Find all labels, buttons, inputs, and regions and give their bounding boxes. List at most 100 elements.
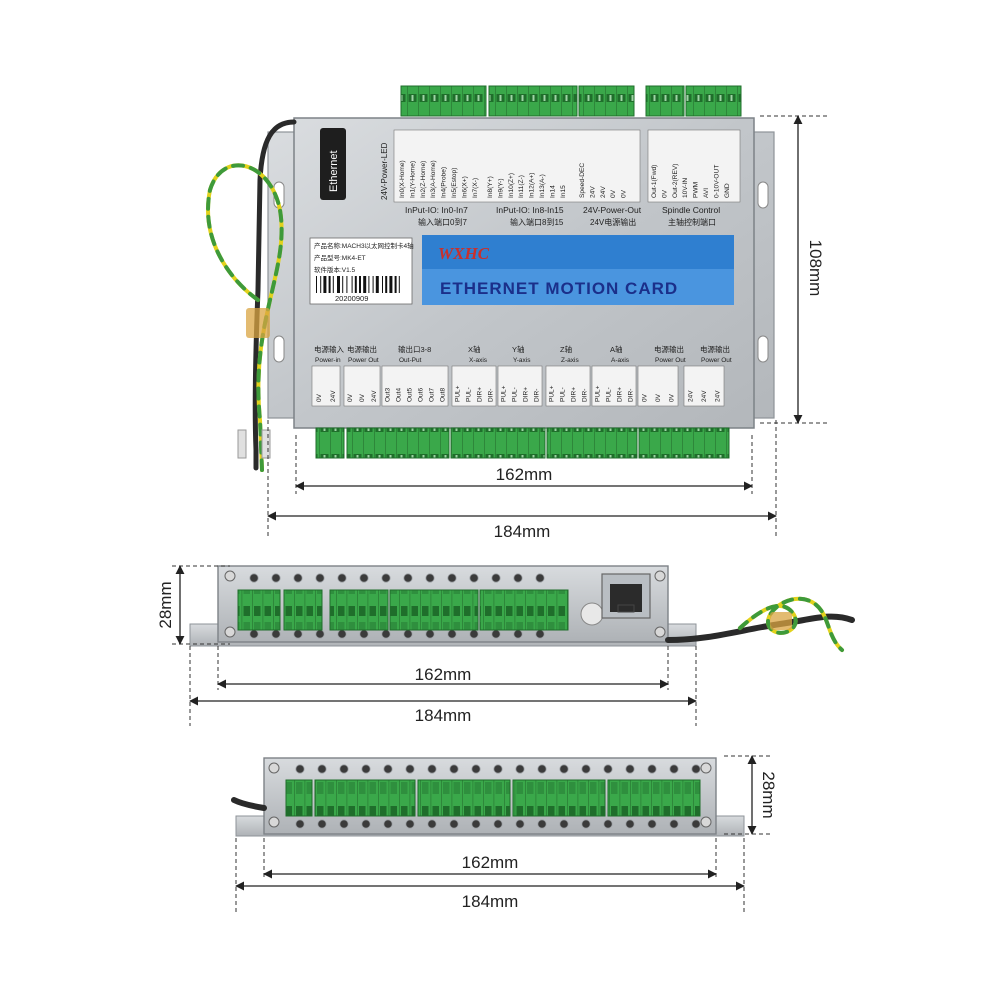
front-terminals-3 (417, 779, 511, 817)
input-group2-pin-label: In9(Y-) (497, 178, 504, 198)
input-group2-pin-label: In11(Z-) (518, 175, 525, 198)
spindle-label-cn: 主轴控制端口 (668, 217, 716, 227)
power-led-label: 24V-Power-LED (380, 142, 389, 200)
bottom-pin-label: DIR- (628, 389, 635, 402)
bottom-pin-label: 0V (316, 393, 323, 402)
bottom-header-en: Power Out (348, 357, 379, 364)
power-out-pin-label: 24V (589, 186, 596, 198)
top-terminal-block-3 (578, 85, 635, 117)
front-terminals-2 (314, 779, 416, 817)
input-group1-pin-label: In2(Z-Home) (420, 161, 427, 198)
bottom-header-cn: 电源输入 (314, 344, 344, 354)
bottom-pin-label: 0V (655, 393, 662, 402)
side-width-outer-label: 184mm (415, 706, 472, 725)
power-out-pin-label: 0V (610, 189, 617, 198)
ethernet-port-label (320, 128, 346, 200)
top-flange-slot-left-2 (273, 335, 285, 363)
serial-number: 20200909 (335, 294, 368, 303)
bottom-header-cn: 电源输出 (654, 344, 684, 354)
input-group2-pin-label: In10(Z+) (508, 173, 515, 198)
front-width-outer-label: 184mm (462, 892, 519, 911)
bottom-pin-label: 0V (359, 393, 366, 402)
power-out-pin-label: 24V (600, 186, 607, 198)
barcode (316, 276, 400, 293)
spindle-pin-label: GND (724, 183, 731, 198)
bottom-pin-label: 0V (642, 393, 649, 402)
front-width-inner-label: 162mm (462, 853, 519, 872)
bottom-terminal-block-2 (346, 427, 450, 459)
input-group2-pins: In8(Y+)In9(Y-)In10(Z+)In11(Z-)In12(A+)In… (487, 173, 567, 198)
front-vent-holes (268, 762, 712, 829)
bottom-header-en: Power-in (315, 357, 341, 364)
side-terminals-3 (329, 589, 389, 631)
bottom-pin-label: Out4 (396, 388, 403, 402)
input-group2-pin-label: In14 (549, 185, 556, 198)
bottom-pin-label: DIR+ (571, 387, 578, 402)
bottom-header-cn: A轴 (610, 344, 623, 354)
input-group2-label-cn: 输入端口8到15 (510, 217, 564, 227)
front-cable (231, 797, 267, 811)
side-led (580, 602, 604, 626)
bottom-header-en: X-axis (469, 357, 488, 364)
bottom-pin-label: 0V (668, 393, 675, 402)
input-group2-pin-label: In15 (560, 185, 567, 198)
top-terminal-block-1 (400, 85, 487, 117)
input-group1-label: InPut-IO: In0-In7 (405, 205, 468, 215)
bottom-pin-label: Out3 (385, 388, 392, 402)
side-width-inner-label: 162mm (415, 665, 472, 684)
bottom-pin-label: DIR+ (523, 387, 530, 402)
ethernet-label: Ethernet (328, 150, 340, 192)
bottom-pin-label: PUL- (560, 387, 567, 402)
input-group1-pin-label: In7(X-) (472, 178, 479, 198)
top-width-outer-label: 184mm (494, 522, 551, 541)
bottom-pin-label: Out7 (429, 388, 436, 402)
input-group1-pin-label: In0(X-Home) (399, 160, 406, 198)
front-view: 28mm 162mm 184mm (231, 755, 778, 912)
input-group1-label-cn: 输入端口0到7 (418, 217, 467, 227)
side-vent-holes (224, 570, 666, 639)
side-height-label: 28mm (156, 581, 175, 628)
side-terminals-1 (237, 589, 281, 631)
bottom-pin-label: 24V (688, 390, 695, 402)
front-terminals-4 (512, 779, 606, 817)
front-terminals-5 (607, 779, 701, 817)
input-group1-pins: In0(X-Home)In1(Y-Home) In2(Z-Home)In3(A-H… (399, 160, 479, 198)
spindle-pin-label: 10V-IN (682, 178, 689, 198)
bottom-pin-label: 24V (701, 390, 708, 402)
input-group1-pin-label: In3(A-Home) (430, 160, 437, 198)
power-out-label-cn: 24V电源输出 (590, 217, 636, 227)
spindle-label: Spindle Control (662, 205, 720, 215)
top-height-label: 108mm (806, 240, 825, 297)
bottom-header-en: Power Out (655, 357, 686, 364)
power-out-pin-label: 0V (621, 189, 628, 198)
bottom-pin-label: DIR+ (617, 387, 624, 402)
front-height-label: 28mm (759, 771, 778, 818)
info-line-1: 产品名称:MACH3以太网控制卡4轴 (314, 241, 414, 250)
input-group1-pin-label: In6(X+) (461, 176, 468, 198)
bottom-pin-label: PUL- (606, 387, 613, 402)
bottom-terminal-block-3 (450, 427, 546, 459)
bottom-pin-label: Out5 (407, 388, 414, 402)
top-terminal-block-2 (488, 85, 578, 117)
input-group2-pin-label: In13(A-) (539, 174, 546, 198)
bottom-header-cn: 输出口3-8 (398, 344, 431, 354)
bottom-pin-label: 24V (371, 390, 378, 402)
side-view: 28mm 162mm 184mm (156, 565, 855, 726)
spindle-pin-label: Out-1(Fwd) (651, 165, 658, 198)
bottom-header-cn: 电源输出 (347, 344, 377, 354)
bottom-header-en: Z-axis (561, 357, 579, 364)
input-group1-pin-label: In1(Y-Home) (409, 161, 416, 198)
bottom-terminal-block-1 (315, 427, 345, 459)
ground-cable (206, 119, 297, 472)
bottom-header-cn: Y轴 (512, 344, 525, 354)
top-terminal-block-4 (645, 85, 685, 117)
bottom-terminal-block-5 (638, 427, 730, 459)
bottom-pin-label: Out8 (440, 388, 447, 402)
spindle-pin-label: 0-10V-OUT (713, 165, 720, 198)
bottom-pin-label: PUL- (512, 387, 519, 402)
bottom-pin-label: DIR+ (477, 387, 484, 402)
spindle-pin-label: Out-2(REV) (672, 164, 679, 198)
